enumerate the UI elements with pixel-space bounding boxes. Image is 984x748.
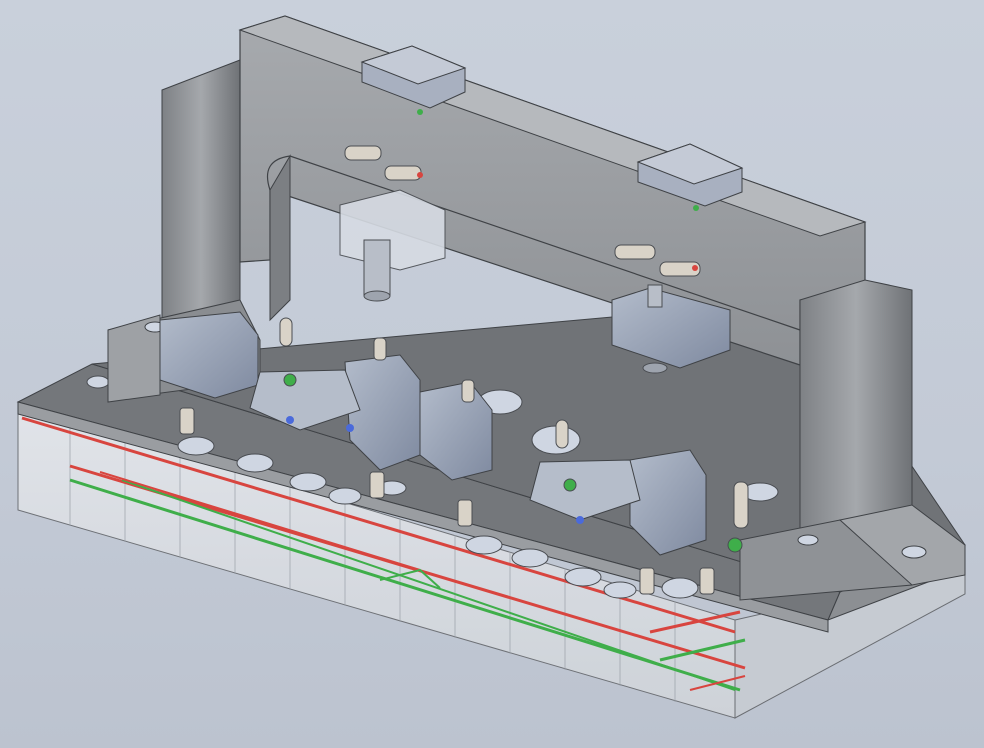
plate-bolts — [179, 317, 749, 595]
mounting-blocks — [360, 45, 744, 207]
bridge-frame — [238, 15, 867, 366]
clamp-cylinders — [339, 189, 731, 374]
indicator-dots — [283, 109, 743, 553]
bridge-screws — [344, 145, 701, 277]
base-block — [17, 403, 966, 719]
clamp-fixtures — [159, 311, 707, 556]
plate-holes — [86, 375, 779, 599]
right-post — [739, 279, 966, 601]
